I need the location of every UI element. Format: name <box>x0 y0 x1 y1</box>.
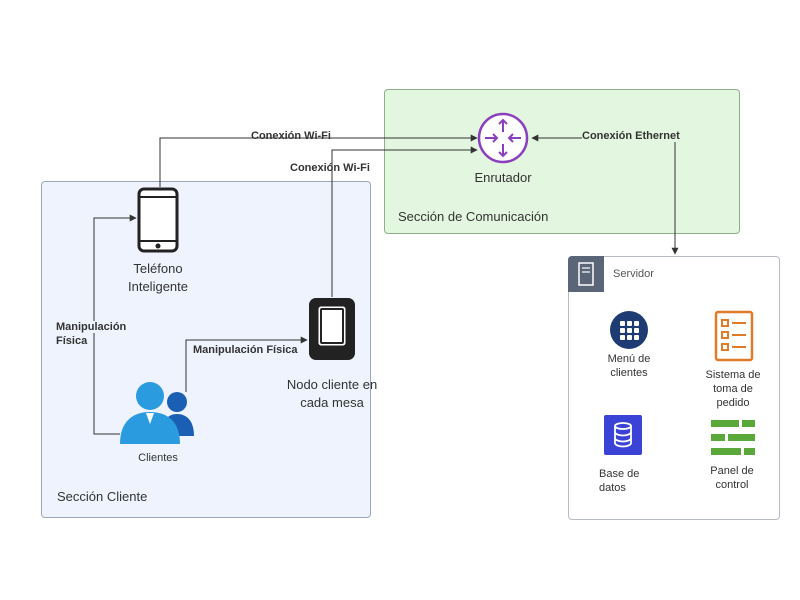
orders-label-line1: Sistema de <box>705 369 761 381</box>
checklist-icon <box>714 310 754 362</box>
manip-node-connector <box>185 336 308 392</box>
table-node-label-line1: Nodo cliente en <box>286 377 378 392</box>
orders-label-line2: toma de <box>713 383 753 395</box>
ethernet-label: Conexión Ethernet <box>582 130 680 142</box>
server-container <box>568 256 780 520</box>
database-label-line1: Base de <box>599 468 640 480</box>
users-icon <box>118 380 200 446</box>
tablet-icon <box>308 297 356 361</box>
menu-label-line2: clientes <box>610 367 648 379</box>
panel-label-line2: control <box>715 479 749 491</box>
phone-label-line1: Teléfono <box>133 261 183 276</box>
database-label-line2: datos <box>599 482 626 494</box>
clients-label: Clientes <box>138 452 178 464</box>
wifi-node-label: Conexión Wi-Fi <box>290 162 370 174</box>
database-icon <box>603 414 643 456</box>
panel-label-line1: Panel de <box>710 465 754 477</box>
table-node-label-line2: cada mesa <box>300 395 364 410</box>
phone-label-line2: Inteligente <box>128 279 188 294</box>
wifi-phone-label: Conexión Wi-Fi <box>251 130 331 142</box>
grid-menu-icon <box>609 310 649 350</box>
manip-phone-label-line2: Física <box>56 335 88 347</box>
communication-section-label: Sección de Comunicación <box>398 209 549 224</box>
wifi-phone-connector <box>159 134 478 187</box>
communication-section <box>384 89 740 234</box>
router-label: Enrutador <box>474 170 532 185</box>
server-icon <box>568 256 604 292</box>
menu-label-line1: Menú de <box>607 353 651 365</box>
wifi-node-connector <box>331 146 478 297</box>
control-panel-icon <box>711 418 755 458</box>
manip-node-label: Manipulación Física <box>193 344 298 356</box>
orders-label-line3: pedido <box>716 397 750 409</box>
client-section-label: Sección Cliente <box>57 489 148 504</box>
smartphone-icon <box>137 187 179 253</box>
manip-phone-label-line1: Manipulación <box>56 321 127 333</box>
router-icon <box>476 111 530 165</box>
server-label: Servidor <box>613 268 654 280</box>
